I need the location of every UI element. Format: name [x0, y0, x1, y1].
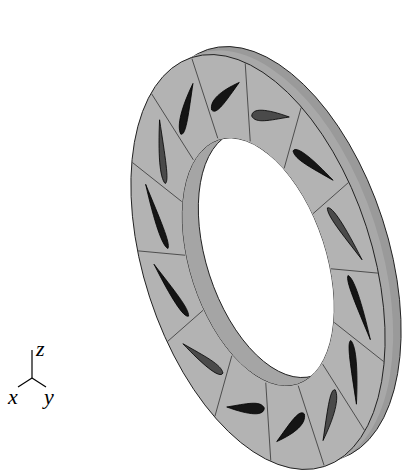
axis-label: x: [8, 386, 18, 408]
segment-line: [132, 152, 181, 213]
ring-front: [83, 22, 405, 474]
vane-slot: [226, 403, 266, 415]
vane-slot: [152, 262, 190, 320]
vane-slot: [346, 274, 374, 340]
vane-slot: [275, 410, 307, 447]
vane-slot: [348, 339, 360, 405]
segment-line: [298, 386, 324, 466]
segment-line: [331, 255, 378, 286]
segment-line: [334, 312, 383, 373]
axis-label: y: [44, 386, 54, 408]
vane-slot: [320, 387, 338, 444]
vane-slot: [209, 77, 241, 114]
segment-line: [247, 383, 289, 461]
vane-slot: [143, 183, 171, 249]
vane-slot: [293, 145, 334, 184]
segment-line: [192, 58, 218, 138]
vane-slot: [177, 80, 195, 137]
vane-slot: [250, 110, 290, 122]
vane-slot: [156, 118, 168, 184]
vane-slots: [87, 24, 405, 474]
vane-slot: [183, 340, 224, 379]
segment-line: [227, 63, 269, 141]
axis-label: z: [36, 338, 45, 360]
segment-line: [138, 237, 185, 268]
vane-slot: [326, 204, 364, 262]
